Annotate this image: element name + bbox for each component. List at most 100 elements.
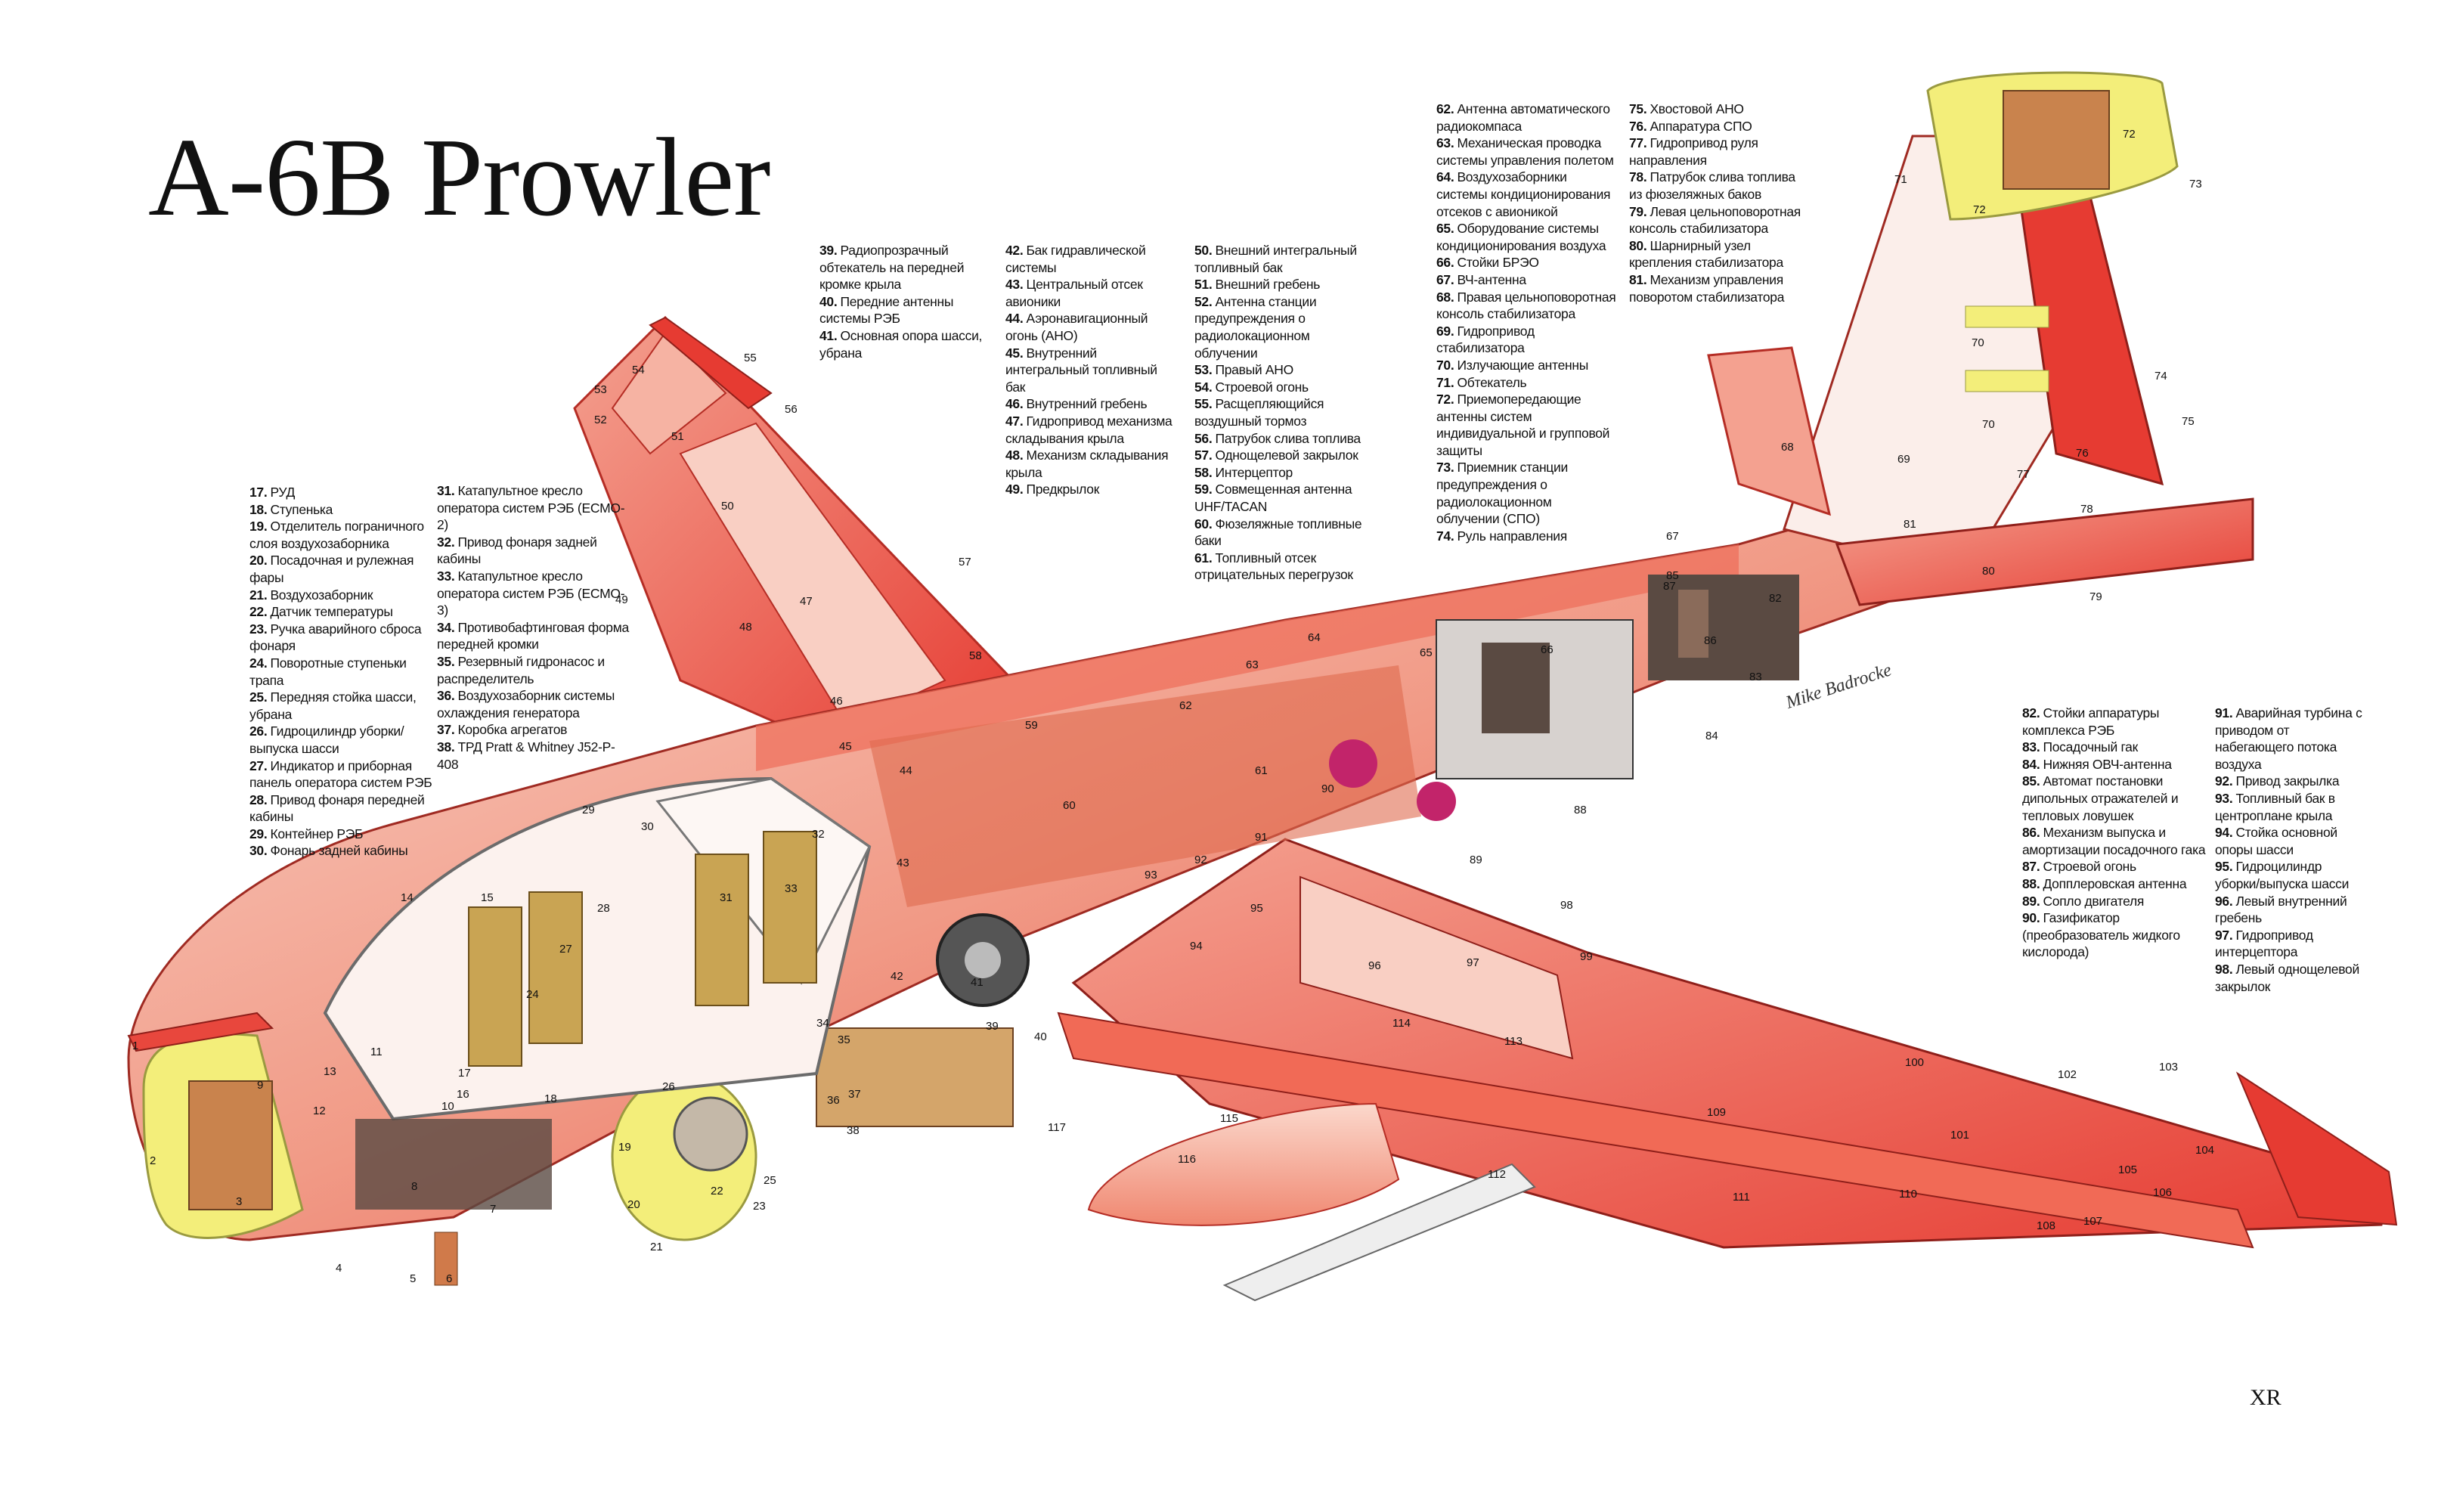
- legend-item: 70.Излучающие антенны: [1436, 357, 1589, 373]
- external-fuel-tank: [1087, 1102, 1400, 1226]
- callout: 15: [481, 891, 494, 904]
- callout: 95: [1250, 902, 1263, 915]
- callout: 85: [1666, 569, 1679, 582]
- legend-item: 25.Передняя стойка шасси, убрана: [249, 689, 417, 722]
- callout: 4: [336, 1262, 342, 1275]
- callout: 43: [897, 857, 909, 869]
- legend-item: 20.Посадочная и рулежная фары: [249, 553, 414, 585]
- callout: 78: [2080, 503, 2093, 516]
- legend-column-91-98: 91.Аварийная турбина с приводом от набег…: [2215, 705, 2366, 995]
- callout: 98: [1560, 899, 1573, 912]
- callout: 56: [785, 403, 798, 416]
- legend-item: 81.Механизм управления поворотом стабили…: [1629, 271, 1785, 305]
- callout: 24: [526, 988, 539, 1001]
- right-wing-inner-panel: [679, 422, 946, 727]
- fuselage-spine: [756, 544, 1739, 771]
- refuelling-probe: [127, 1012, 274, 1052]
- legend-item: 78.Патрубок слива топлива из фюзеляжных …: [1629, 169, 1795, 202]
- legend-item: 21.Воздухозаборник: [249, 587, 373, 603]
- legend-item: 75.Хвостовой АНО: [1629, 101, 1744, 116]
- legend-item: 54.Строевой огонь: [1194, 379, 1309, 395]
- callout: 59: [1025, 719, 1038, 732]
- fuselage-fuel-tanks: [869, 665, 1421, 907]
- callout-labels: 1 2 3 4 5 6 7 8 9 10 11 12 13 14 15 16 1…: [132, 128, 2214, 1285]
- legend-item: 33.Катапультное кресло оператора систем …: [437, 568, 625, 618]
- legend-item: 50.Внешний интегральный топливный бак: [1194, 243, 1357, 275]
- legend-item: 59.Совмещенная антенна UHF/TACAN: [1194, 482, 1352, 514]
- nose-gear: [434, 1232, 458, 1286]
- engine-fan: [673, 1096, 748, 1172]
- legend-item: 68.Правая цельноповоротная консоль стаби…: [1436, 289, 1616, 322]
- legend-item: 98.Левый однощелевой закрылок: [2215, 961, 2359, 994]
- legend-item: 51.Внешний гребень: [1194, 277, 1321, 293]
- legend-item: 87.Строевой огонь: [2022, 859, 2136, 875]
- legend-item: 56.Патрубок слива топлива: [1194, 430, 1361, 446]
- legend-item: 39.Радиопрозрачный обтекатель на передне…: [819, 243, 965, 293]
- right-wing-slat: [611, 331, 727, 455]
- callout: 35: [838, 1033, 850, 1046]
- left-stabilizer: [1835, 497, 2254, 606]
- callout: 79: [2089, 590, 2102, 603]
- legend-item: 22.Датчик температуры: [249, 604, 393, 620]
- callout: 34: [816, 1017, 829, 1030]
- callout: 7: [490, 1203, 496, 1216]
- legend-item: 41.Основная опора шасси, убрана: [819, 327, 983, 361]
- legend-item: 90.Газификатор (преобразователь жидкого …: [2022, 910, 2180, 960]
- legend-column-82-90: 82.Стойки аппаратуры комплекса РЭБ 83.По…: [2022, 705, 2215, 961]
- callout: 90: [1321, 782, 1334, 795]
- legend-item: 31.Катапультное кресло оператора систем …: [437, 483, 625, 533]
- callout: 16: [457, 1088, 469, 1101]
- legend-item: 35.Резервный гидронасос и распределитель: [437, 653, 605, 686]
- callout: 65: [1420, 646, 1433, 659]
- legend-item: 32.Привод фонаря задней кабины: [437, 534, 597, 567]
- callout: 28: [597, 902, 610, 915]
- legend-item: 17.РУД: [249, 485, 296, 500]
- callout: 14: [401, 891, 414, 904]
- callout: 88: [1574, 804, 1587, 816]
- legend-item: 61.Топливный отсек отрицательных перегру…: [1194, 550, 1353, 583]
- legend-item: 66.Стойки БРЭО: [1436, 255, 1539, 271]
- legend-item: 84.Нижняя ОВЧ-антенна: [2022, 756, 2172, 772]
- callout: 116: [1178, 1153, 1196, 1166]
- legend-item: 83.Посадочный гак: [2022, 739, 2138, 755]
- legend-item: 95.Гидроцилиндр уборки/выпуска шасси: [2215, 859, 2350, 891]
- callout: 81: [1904, 518, 1916, 531]
- callout: 30: [641, 820, 654, 833]
- callout: 84: [1705, 730, 1718, 742]
- legend-item: 62.Антенна автоматического радиокомпаса: [1436, 101, 1610, 134]
- legend-item: 91.Аварийная турбина с приводом от набег…: [2215, 705, 2362, 772]
- page-title: A-6B Prowler: [148, 116, 770, 240]
- callout: 8: [411, 1180, 417, 1193]
- callout: 72: [1973, 203, 1986, 216]
- watermark: XR: [2250, 1385, 2281, 1410]
- callout: 13: [324, 1065, 336, 1078]
- legend-item: 89.Сопло двигателя: [2022, 893, 2145, 909]
- left-wing-flap: [1057, 1012, 2254, 1249]
- callout: 29: [582, 804, 595, 816]
- callout: 50: [721, 500, 734, 513]
- callout: 103: [2159, 1061, 2178, 1074]
- legend-item: 19.Отделитель пограничного слоя воздухоз…: [249, 519, 424, 551]
- seat-front-1: [468, 906, 522, 1067]
- legend-item: 63.Механическая проводка системы управле…: [1436, 135, 1614, 168]
- callout: 68: [1781, 441, 1794, 454]
- callout: 104: [2195, 1144, 2214, 1157]
- legend-item: 24.Поворотные ступеньки трапа: [249, 655, 407, 688]
- legend-item: 67.ВЧ-антенна: [1436, 271, 1526, 287]
- legend-item: 23.Ручка аварийного сброса фонаря: [249, 621, 422, 654]
- callout: 111: [1733, 1191, 1750, 1204]
- callout: 66: [1541, 643, 1554, 656]
- callout: 33: [785, 882, 798, 895]
- legend-item: 92.Привод закрылка: [2215, 773, 2340, 789]
- legend-column-42-49: 42.Бак гидравлической системы 43.Централ…: [1005, 242, 1179, 498]
- legend-column-62-74: 62.Антенна автоматического радиокомпаса …: [1436, 101, 1618, 544]
- callout: 73: [2189, 178, 2202, 191]
- callout: 110: [1899, 1188, 1917, 1201]
- callout: 61: [1255, 764, 1268, 777]
- legend-item: 47.Гидропривод механизма складывания кры…: [1005, 413, 1172, 446]
- legend-item: 94.Стойка основной опоры шасси: [2215, 825, 2337, 857]
- callout: 89: [1470, 854, 1482, 866]
- callout: 45: [839, 740, 852, 753]
- legend-item: 38.ТРД Pratt & Whitney J52-P-408: [437, 739, 615, 772]
- fin-tip-equipment: [2003, 90, 2110, 190]
